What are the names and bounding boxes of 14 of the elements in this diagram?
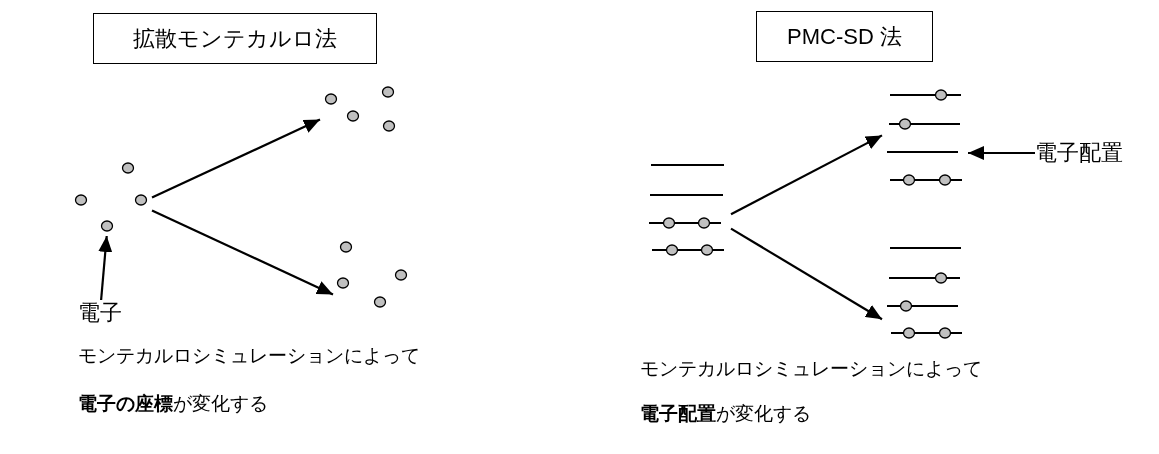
pointer-label: 電子配置	[1035, 140, 1123, 166]
pointer-label: 電子	[78, 300, 122, 326]
caption-text: モンテカルロシミュレーションによって	[78, 344, 420, 368]
method-title-box: PMC-SD 法	[756, 11, 933, 62]
method-title-box: 拡散モンテカルロ法	[93, 13, 377, 64]
arrow	[151, 118, 321, 199]
caption-text: 電子の座標が変化する	[78, 392, 268, 416]
leader-arrow	[968, 146, 1035, 160]
arrow	[151, 209, 334, 296]
leader-arrow	[98, 235, 113, 301]
caption-text: モンテカルロシミュレーションによって	[640, 357, 982, 381]
arrow	[730, 227, 883, 321]
arrow	[730, 134, 883, 216]
caption-text: 電子配置が変化する	[640, 402, 811, 426]
